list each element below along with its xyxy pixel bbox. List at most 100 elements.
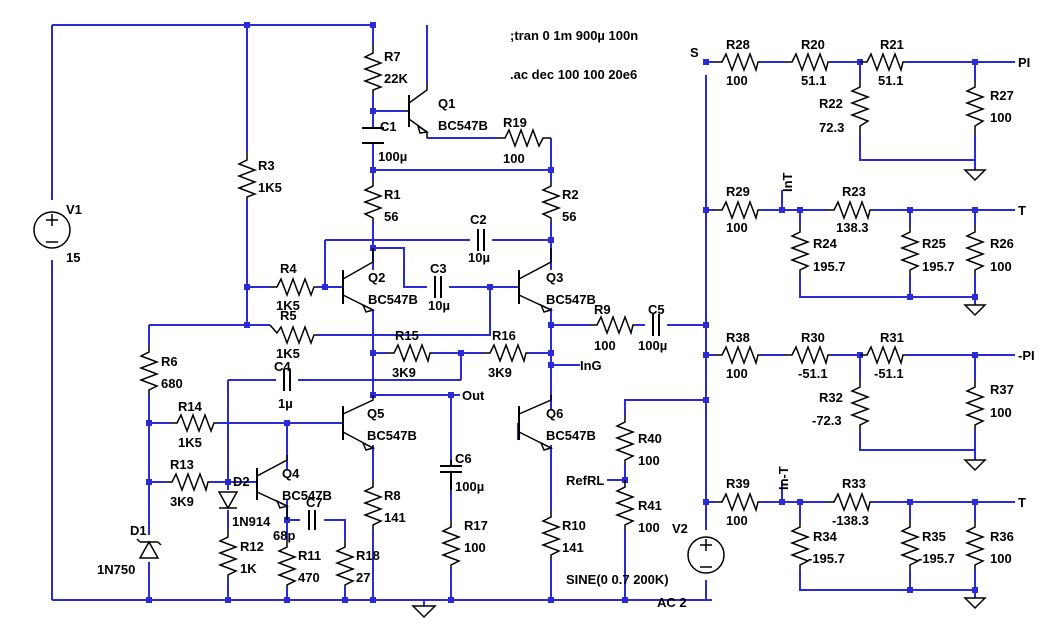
R16-value: 3K9: [488, 365, 512, 380]
R27-value: 100: [990, 110, 1012, 125]
wires: [51, 24, 1015, 606]
resistor-R2[interactable]: [540, 180, 562, 222]
resistor-R37[interactable]: [964, 380, 986, 430]
resistor-R11[interactable]: [276, 540, 298, 588]
resistor-R36[interactable]: [964, 520, 986, 570]
resistor-R35[interactable]: [899, 520, 921, 570]
R35-value: -195.7: [918, 551, 955, 566]
R19-value: 100: [503, 151, 525, 166]
Q6-value: BC547B: [546, 428, 596, 443]
resistor-R1[interactable]: [362, 180, 384, 222]
directive-tran: ;tran 0 1m 900µ 100n: [510, 28, 638, 43]
capacitor-C2[interactable]: [477, 229, 485, 251]
resistor-R17[interactable]: [440, 520, 462, 568]
resistor-R8[interactable]: [362, 480, 384, 530]
net-label-RefRL: RefRL: [566, 473, 604, 488]
net-label-T: T: [1018, 203, 1026, 218]
capacitor-C5[interactable]: [652, 314, 660, 336]
R24-name: R24: [813, 236, 838, 251]
resistor-R13[interactable]: [165, 471, 211, 493]
resistor-R32[interactable]: [849, 380, 871, 430]
resistor-R30[interactable]: [785, 344, 831, 366]
resistor-R15[interactable]: [387, 342, 433, 364]
resistor-R12[interactable]: [217, 530, 239, 578]
capacitor-C1[interactable]: [362, 127, 384, 144]
resistor-R14[interactable]: [170, 412, 218, 434]
resistor-R19[interactable]: [497, 127, 551, 149]
net-label-T2: T: [1018, 495, 1026, 510]
directive-ac: .ac dec 100 100 20e6: [510, 67, 637, 82]
diode-D2[interactable]: [217, 491, 239, 510]
resistor-R5[interactable]: [269, 324, 318, 346]
resistor-R10[interactable]: [540, 510, 562, 560]
C5-name: C5: [648, 302, 665, 317]
transistor-Q6[interactable]: [518, 395, 554, 451]
Q5-value: BC547B: [367, 428, 417, 443]
Q3-value: BC547B: [546, 292, 596, 307]
capacitor-C7[interactable]: [308, 510, 316, 530]
resistor-R3[interactable]: [236, 152, 258, 200]
resistor-R18[interactable]: [334, 540, 356, 588]
resistor-R6[interactable]: [138, 345, 160, 395]
Q1-value: BC547B: [438, 118, 488, 133]
D1-value: 1N750: [97, 562, 135, 577]
transistor-Q1[interactable]: [405, 83, 430, 138]
resistor-R27[interactable]: [964, 80, 986, 135]
voltage-source-V1[interactable]: [33, 211, 71, 249]
R5-value: 1K5: [276, 346, 300, 361]
C6-value: 100µ: [455, 479, 484, 494]
resistor-R38[interactable]: [715, 344, 761, 366]
R22-value: 72.3: [819, 120, 844, 135]
net-label-InG: InG: [580, 358, 602, 373]
transistor-Q3[interactable]: [518, 248, 554, 313]
ground-icon: [411, 605, 437, 619]
capacitor-C3[interactable]: [434, 276, 442, 298]
R14-value: 1K5: [178, 435, 202, 450]
voltage-source-V2[interactable]: [687, 536, 725, 574]
C3-value: 10µ: [428, 298, 450, 313]
capacitor-C4[interactable]: [283, 369, 291, 391]
resistor-R24[interactable]: [789, 225, 811, 275]
R32-value: -72.3: [812, 413, 842, 428]
capacitor-C6[interactable]: [440, 460, 462, 490]
diode-D1[interactable]: [136, 538, 162, 559]
Q6-name: Q6: [546, 406, 563, 421]
resistor-R39[interactable]: [715, 491, 761, 513]
resistor-R28[interactable]: [715, 51, 761, 73]
resistor-R26[interactable]: [964, 225, 986, 275]
R7-value: 22K: [384, 71, 408, 86]
resistor-R21[interactable]: [860, 51, 906, 73]
resistor-R31[interactable]: [860, 344, 906, 366]
R41-name: R41: [638, 498, 662, 513]
resistor-R4[interactable]: [270, 276, 318, 298]
resistor-R9[interactable]: [590, 314, 636, 336]
resistor-R22[interactable]: [849, 80, 871, 135]
resistor-R7[interactable]: [362, 45, 384, 95]
R25-value: 195.7: [922, 259, 955, 274]
resistor-R33[interactable]: [827, 491, 873, 513]
transistor-Q4[interactable]: [256, 455, 290, 520]
transistor-Q5[interactable]: [342, 395, 376, 451]
R12-value: 1K: [240, 561, 257, 576]
resistor-R29[interactable]: [715, 199, 761, 221]
R38-value: 100: [726, 366, 748, 381]
R28-name: R28: [726, 37, 750, 52]
resistor-R41[interactable]: [614, 480, 636, 530]
C3-name: C3: [430, 261, 447, 276]
R11-value: 470: [298, 570, 320, 585]
R23-name: R23: [842, 184, 866, 199]
resistor-R34[interactable]: [789, 520, 811, 570]
R11-name: R11: [298, 548, 321, 563]
ground-icon: [963, 459, 987, 472]
resistor-R25[interactable]: [899, 225, 921, 275]
R37-name: R37: [990, 382, 1014, 397]
resistor-R16[interactable]: [483, 342, 529, 364]
resistor-R20[interactable]: [785, 51, 831, 73]
transistor-Q2[interactable]: [342, 248, 376, 313]
R28-value: 100: [726, 73, 748, 88]
resistor-R40[interactable]: [614, 415, 636, 465]
R10-value: 141: [562, 540, 584, 555]
R13-name: R13: [170, 457, 194, 472]
resistor-R23[interactable]: [827, 199, 873, 221]
